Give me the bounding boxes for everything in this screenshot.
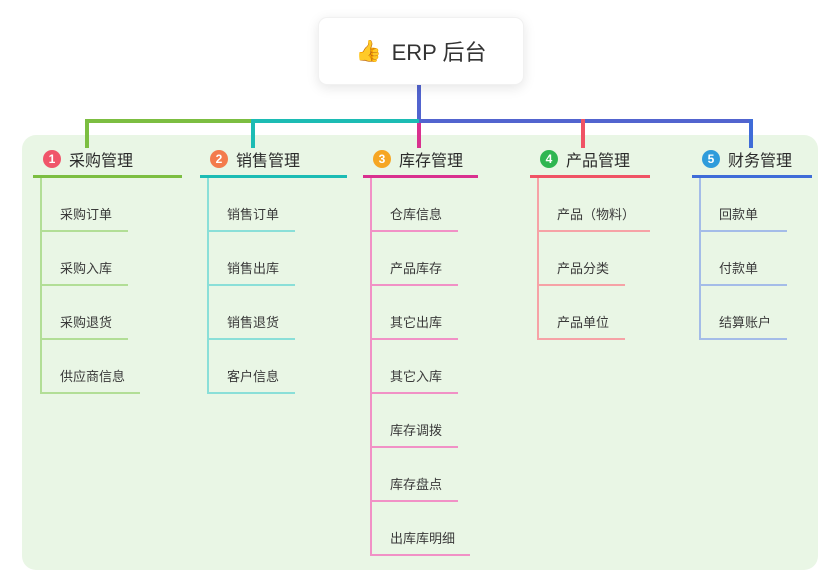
badge-4: 4 [540,149,558,168]
child-node[interactable]: 产品分类 [539,232,625,286]
badge-1: 1 [43,149,61,168]
child-node[interactable]: 供应商信息 [42,340,141,394]
children-list: 采购订单采购入库采购退货供应商信息 [40,178,182,394]
branch-bar-segment-green [85,119,253,123]
children-list: 仓库信息产品库存其它出库其它入库库存调拨库存盘点出库库明细 [370,178,478,556]
branch-finance-header[interactable]: 5 财务管理 [692,148,812,178]
branch-bar-segment-blue [419,119,753,123]
child-node[interactable]: 销售订单 [209,178,295,232]
child-node[interactable]: 销售退货 [209,286,295,340]
branch-inventory-label: 库存管理 [399,152,464,170]
branch-product: 4 产品管理 产品（物料）产品分类产品单位 [530,148,651,340]
badge-3: 3 [373,149,391,168]
branch-2-drop-line [251,119,255,148]
child-node[interactable]: 回款单 [701,178,787,232]
child-node[interactable]: 出库库明细 [372,502,471,556]
children-list: 回款单付款单结算账户 [699,178,812,340]
root-node-label: ERP 后台 [391,40,487,65]
branch-purchase-label: 采购管理 [69,152,134,170]
badge-5: 5 [702,149,720,168]
child-node[interactable]: 付款单 [701,232,787,286]
branch-bar-segment-teal [253,119,419,123]
child-node[interactable]: 库存调拨 [372,394,458,448]
child-node[interactable]: 产品单位 [539,286,625,340]
child-node[interactable]: 采购订单 [42,178,128,232]
branch-finance-label: 财务管理 [728,152,793,170]
root-connector-line [417,82,421,123]
branch-inventory: 3 库存管理 仓库信息产品库存其它出库其它入库库存调拨库存盘点出库库明细 [363,148,478,556]
child-node[interactable]: 销售出库 [209,232,295,286]
children-list: 销售订单销售出库销售退货客户信息 [207,178,347,394]
children-list: 产品（物料）产品分类产品单位 [537,178,651,340]
thumbs-up-icon: 👍 [355,39,382,63]
child-node[interactable]: 客户信息 [209,340,295,394]
branch-1-drop-line [85,119,89,148]
branch-product-header[interactable]: 4 产品管理 [530,148,650,178]
branch-purchase: 1 采购管理 采购订单采购入库采购退货供应商信息 [33,148,182,394]
branch-sales-label: 销售管理 [236,152,301,170]
branch-inventory-header[interactable]: 3 库存管理 [363,148,478,178]
child-node[interactable]: 产品（物料） [539,178,651,232]
branch-sales-header[interactable]: 2 销售管理 [200,148,347,178]
branch-5-drop-line [749,119,753,148]
child-node[interactable]: 结算账户 [701,286,787,340]
root-node[interactable]: 👍 ERP 后台 [318,17,524,85]
child-node[interactable]: 其它入库 [372,340,458,394]
child-node[interactable]: 采购入库 [42,232,128,286]
child-node[interactable]: 产品库存 [372,232,458,286]
branch-sales: 2 销售管理 销售订单销售出库销售退货客户信息 [200,148,347,394]
branch-product-label: 产品管理 [566,152,631,170]
branches-panel [22,135,818,570]
branch-purchase-header[interactable]: 1 采购管理 [33,148,182,178]
branch-4-drop-line [581,119,585,148]
branch-3-drop-line [417,123,421,148]
child-node[interactable]: 仓库信息 [372,178,458,232]
child-node[interactable]: 库存盘点 [372,448,458,502]
child-node[interactable]: 采购退货 [42,286,128,340]
branch-finance: 5 财务管理 回款单付款单结算账户 [692,148,812,340]
child-node[interactable]: 其它出库 [372,286,458,340]
badge-2: 2 [210,149,228,168]
